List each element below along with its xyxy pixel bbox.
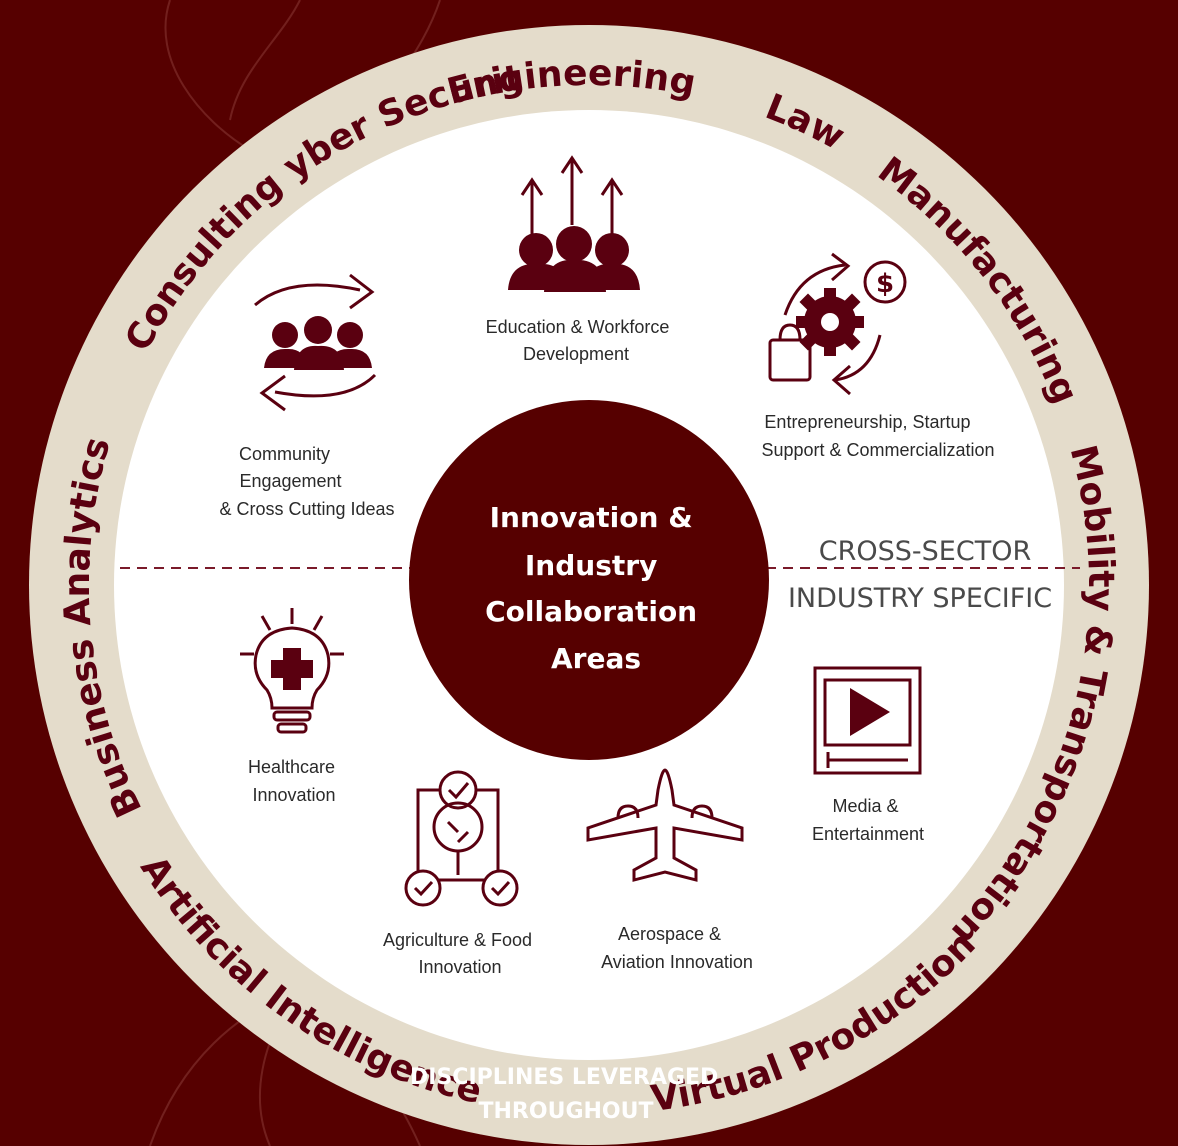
community-label: Community Engagement & Cross Cutting Ide… [219,444,394,519]
label-line: Engagement [239,471,341,491]
label-line: Entrepreneurship, Startup [764,412,970,432]
footer-line: THROUGHOUT [479,1099,654,1124]
label-line: Healthcare [248,757,335,777]
center-title: Innovation & Industry Collaboration Area… [485,501,707,675]
media-label: Media & Entertainment [812,796,924,844]
aerospace-icon [586,768,744,882]
label-line: Innovation [418,957,501,977]
label-line: Entertainment [812,824,924,844]
footer-line: DISCIPLINES LEVERAGED [410,1065,718,1090]
industry-specific-label: INDUSTRY SPECIFIC [788,583,1052,614]
label-line: & Cross Cutting Ideas [219,499,394,519]
entrepreneurship-label: Entrepreneurship, Startup Support & Comm… [761,412,994,460]
center-title-line: Innovation & [490,501,693,534]
footer-text: DISCIPLINES LEVERAGED THROUGHOUT [410,1065,726,1124]
label-line: Support & Commercialization [761,440,994,460]
healthcare-icon [240,608,344,734]
education-label: Education & Workforce Development [486,317,675,364]
center-title-line: Collaboration [485,595,697,628]
label-line: Community [239,444,330,464]
label-line: Education & Workforce [486,317,670,337]
center-circle [409,400,769,760]
entrepreneurship-icon: $ [768,252,907,396]
cross-sector-label: CROSS-SECTOR [819,536,1031,567]
healthcare-label: Healthcare Innovation [248,757,340,805]
label-line: Aerospace & [618,924,721,944]
community-icon [254,273,377,412]
agriculture-icon [404,770,519,907]
label-line: Aviation Innovation [601,952,753,972]
education-icon [508,155,640,292]
aerospace-label: Aerospace & Aviation Innovation [601,924,753,972]
label-line: Agriculture & Food [383,930,532,950]
center-title-line: Areas [551,642,641,675]
label-line: Innovation [252,785,335,805]
media-icon [813,666,922,775]
label-line: Development [523,344,629,364]
dollar-icon: $ [876,269,894,299]
center-title-line: Industry [525,549,657,582]
label-line: Media & [832,796,898,816]
agriculture-label: Agriculture & Food Innovation [383,930,537,977]
